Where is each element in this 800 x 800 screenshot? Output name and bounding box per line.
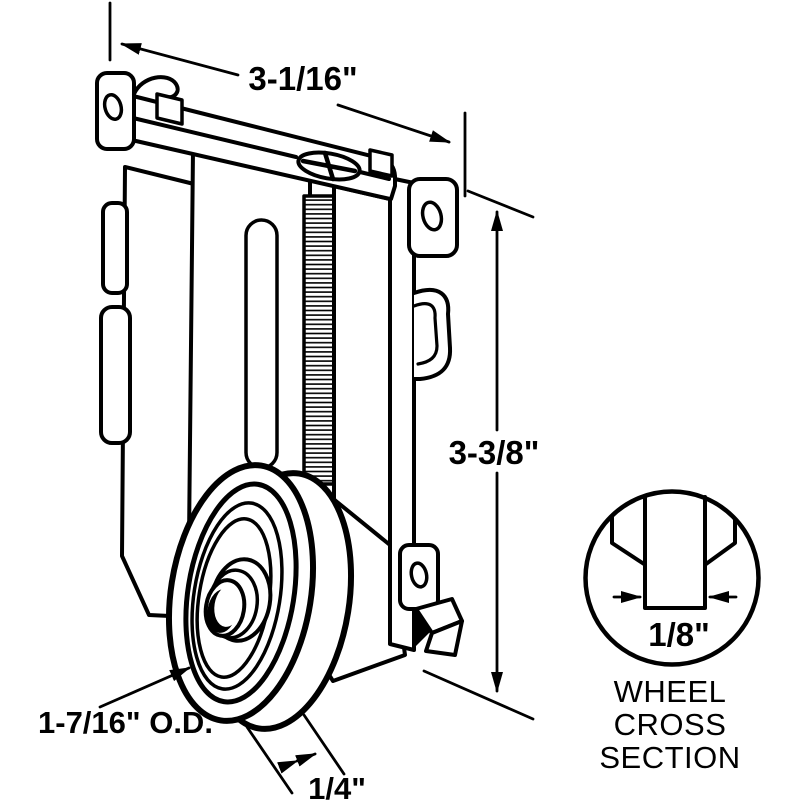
top-left-bracket bbox=[95, 71, 184, 151]
adjustment-screw-threads bbox=[302, 194, 336, 486]
dim-width-label: 3-1/16" bbox=[248, 60, 357, 97]
extension-line bbox=[422, 669, 535, 721]
dim-wheel-od bbox=[98, 666, 191, 709]
extension-line bbox=[466, 189, 535, 219]
wheel-cross-section-detail bbox=[583, 489, 761, 667]
housing-slot bbox=[244, 218, 279, 470]
bracket-hole bbox=[102, 92, 124, 122]
dim-wheel-thickness bbox=[245, 713, 346, 795]
detail-caption-line1: WHEEL bbox=[614, 674, 727, 709]
cross-section-flare-left bbox=[610, 515, 646, 566]
wheel-od-label: 1-7/16" O.D. bbox=[38, 705, 213, 740]
mounting-hole-top bbox=[420, 200, 444, 232]
detail-caption-line3: SECTION bbox=[599, 740, 740, 775]
right-bracket bbox=[398, 177, 464, 657]
cross-section-flare-right bbox=[704, 517, 737, 566]
extension-line bbox=[302, 713, 346, 776]
dim-height bbox=[422, 189, 535, 721]
cross-section-channel bbox=[643, 495, 707, 610]
dim-width bbox=[108, 1, 467, 198]
plate-clip-right bbox=[368, 148, 394, 178]
extension-line bbox=[245, 725, 294, 795]
left-clip-tabs bbox=[99, 201, 132, 445]
wheel bbox=[165, 462, 355, 732]
phillips-screw bbox=[296, 150, 362, 182]
dim-arrow-left bbox=[120, 42, 240, 77]
leader-arrow bbox=[98, 666, 191, 709]
dim-height-label: 3-3/8" bbox=[449, 434, 540, 471]
double-arrow bbox=[277, 752, 317, 774]
dim-arrow-right bbox=[336, 103, 451, 144]
wheel-thickness-label: 1/4" bbox=[308, 771, 366, 800]
wheel-hub bbox=[203, 557, 273, 643]
detail-circle bbox=[583, 489, 761, 667]
detail-dim-label: 1/8" bbox=[648, 616, 710, 653]
detail-caption-line2: CROSS bbox=[614, 707, 727, 742]
bracket-hook bbox=[412, 287, 453, 381]
mounting-hole-bottom bbox=[409, 561, 429, 589]
